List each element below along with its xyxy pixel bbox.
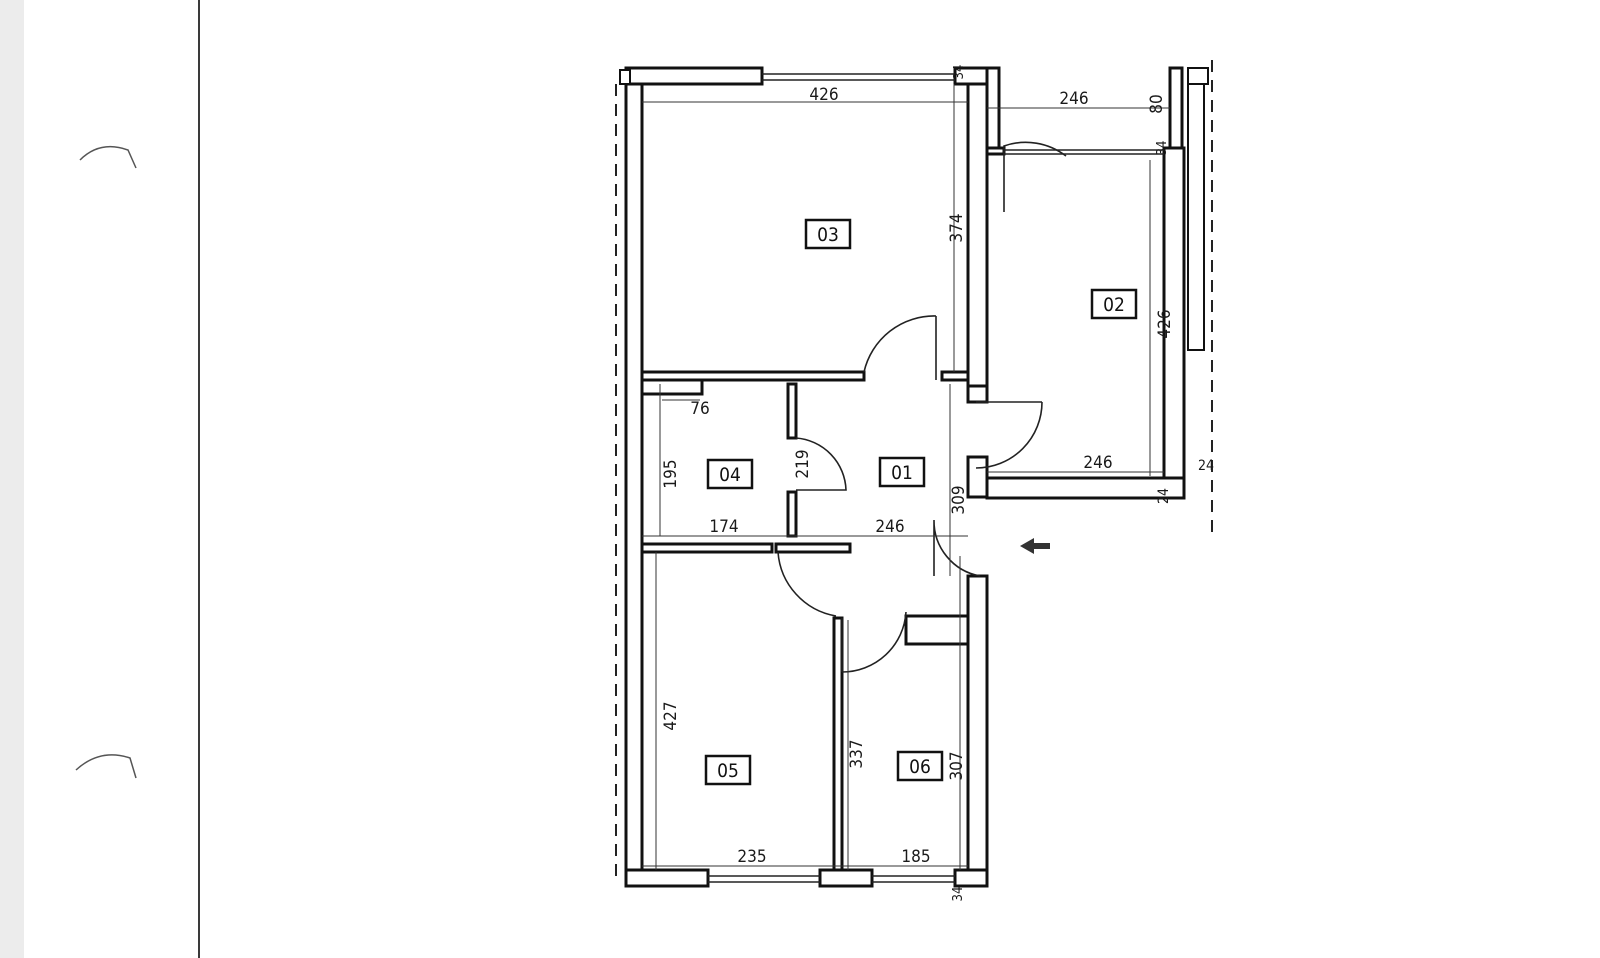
dim-04-height: 195: [661, 459, 681, 488]
punch-hole-top: [79, 145, 137, 169]
wall-05-top-mid: [774, 542, 852, 554]
door-04: [795, 437, 847, 491]
room-label-04: 04: [719, 464, 741, 486]
dimension-lines: [642, 84, 1170, 870]
neighbour-walls: [619, 67, 1209, 351]
wall-lower-right: [966, 574, 989, 878]
top-wall-left: [624, 66, 764, 86]
entrance-arrow-icon: [1020, 538, 1050, 554]
door-06: [841, 611, 907, 673]
entrance-door: [933, 519, 981, 577]
dim-balcony-width: 246: [1059, 89, 1088, 109]
wall-02-top-left: [985, 146, 1006, 156]
door-balcony: [1003, 141, 1067, 212]
room-label-01: 01: [891, 462, 913, 484]
dim-02-width: 246: [1083, 453, 1112, 473]
room-label-05: 05: [717, 760, 739, 782]
wall-06-stub: [904, 614, 970, 646]
wall-02-bottom-jamb: [966, 455, 989, 499]
dim-06-height: 307: [947, 751, 967, 780]
doors: [777, 141, 1067, 673]
wall-03-bottom-left: [640, 370, 866, 382]
punch-hole-bottom: [75, 754, 137, 779]
wall-05-06: [832, 616, 844, 872]
walls: [624, 66, 1186, 888]
dim-closet: 76: [690, 399, 709, 419]
page-left-margin: [0, 0, 24, 958]
wall-03-right-jamb: [966, 384, 989, 404]
closet-wall: [640, 378, 704, 396]
dim-02-wall: 24: [1198, 458, 1214, 474]
dim-04-width: 174: [709, 517, 738, 537]
wall-03-right: [966, 82, 989, 388]
dim-03-height: 374: [947, 213, 967, 242]
room-labels: 03 02 04 01 05 06: [704, 218, 1138, 786]
dim-06-width: 185: [901, 847, 930, 867]
bottom-wall-mid: [818, 868, 874, 888]
bottom-wall-right: [953, 868, 989, 888]
outer-wall-left: [624, 82, 644, 887]
dim-01-height: 309: [949, 485, 969, 514]
neighbour-outlines: [615, 60, 1213, 880]
door-02: [975, 401, 1043, 469]
dim-06-left: 337: [847, 739, 867, 768]
dim-02-wall-b: 24: [1156, 488, 1172, 504]
door-05: [777, 551, 837, 617]
wall-03-bottom-right: [940, 370, 970, 382]
dim-top-wall: 34: [952, 65, 967, 80]
dimension-labels: 426 246 80 34 34 374 426 246 24 24 76 19…: [661, 65, 1214, 902]
dim-03-width: 426: [809, 85, 838, 105]
windows: [708, 73, 1164, 883]
room-label-02: 02: [1103, 294, 1125, 316]
wall-04-01-lower: [786, 490, 798, 538]
room-label-03: 03: [817, 224, 839, 246]
dim-bottom-wall: 34: [951, 887, 966, 902]
dim-balcony-wall: 34: [1155, 141, 1170, 156]
dim-01-width: 246: [875, 517, 904, 537]
wall-05-top-left: [640, 542, 774, 554]
dim-04-door: 219: [793, 449, 813, 478]
dim-balcony-depth: 80: [1147, 94, 1167, 113]
wall-02-bottom: [985, 476, 1186, 500]
page-fold-line: [198, 0, 200, 958]
door-03: [863, 315, 937, 380]
dim-05-width: 235: [737, 847, 766, 867]
dim-02-height: 426: [1155, 309, 1175, 338]
dim-05-height: 427: [661, 701, 681, 730]
wall-04-01-upper: [786, 382, 798, 440]
room-label-06: 06: [909, 756, 931, 778]
balcony-right-wall: [1168, 66, 1184, 150]
bottom-wall-left: [624, 868, 710, 888]
